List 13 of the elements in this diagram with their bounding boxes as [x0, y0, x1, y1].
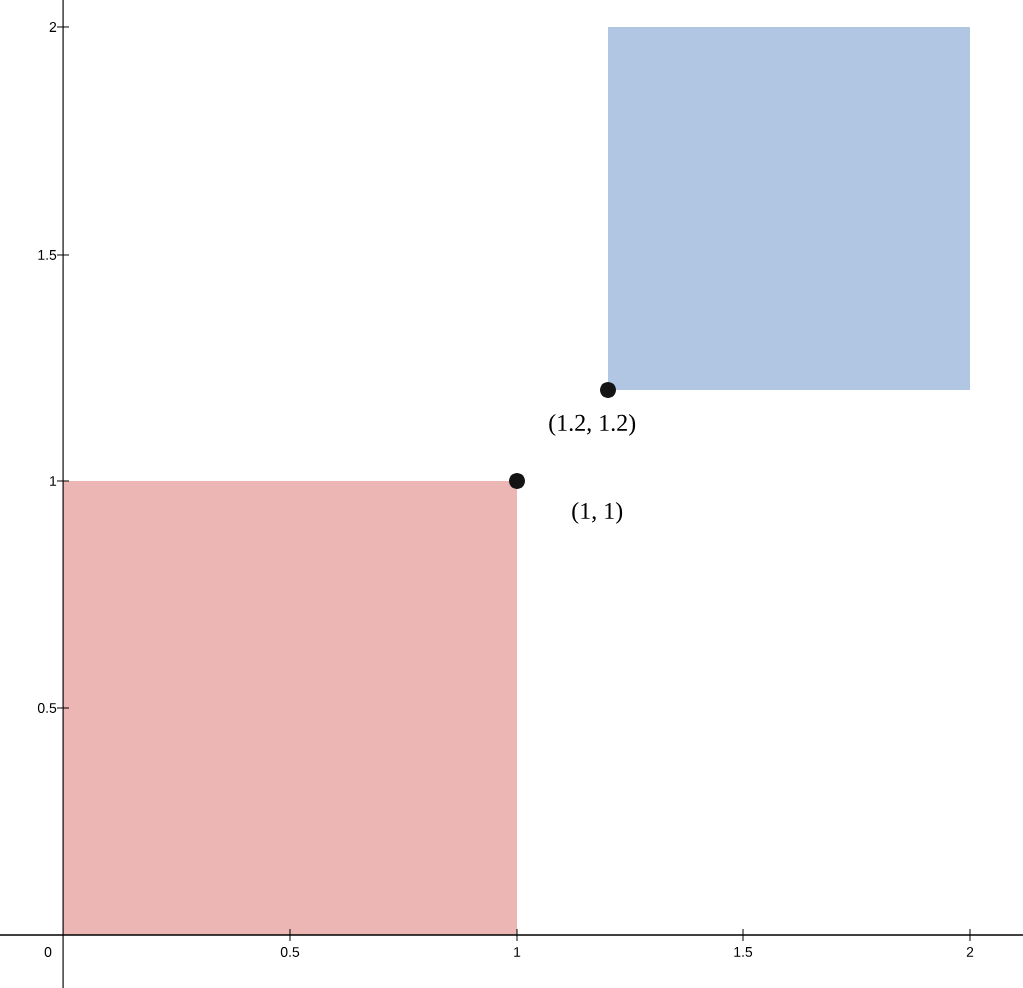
tick-label: 1 [514, 947, 521, 957]
point-label: (1.2, 1.2) [549, 414, 636, 436]
tick-label: 1.5 [38, 250, 57, 260]
tick-label: 2 [966, 947, 974, 957]
point-label: (1, 1) [572, 502, 623, 524]
tick-label: 0 [44, 947, 52, 957]
shaded-square [608, 27, 970, 390]
point-dot [600, 382, 616, 398]
point-dot [509, 473, 525, 489]
tick-label: 1.5 [734, 947, 753, 957]
shaded-square [63, 481, 517, 935]
tick-label: 2 [49, 22, 57, 32]
tick-label: 1 [50, 476, 57, 486]
